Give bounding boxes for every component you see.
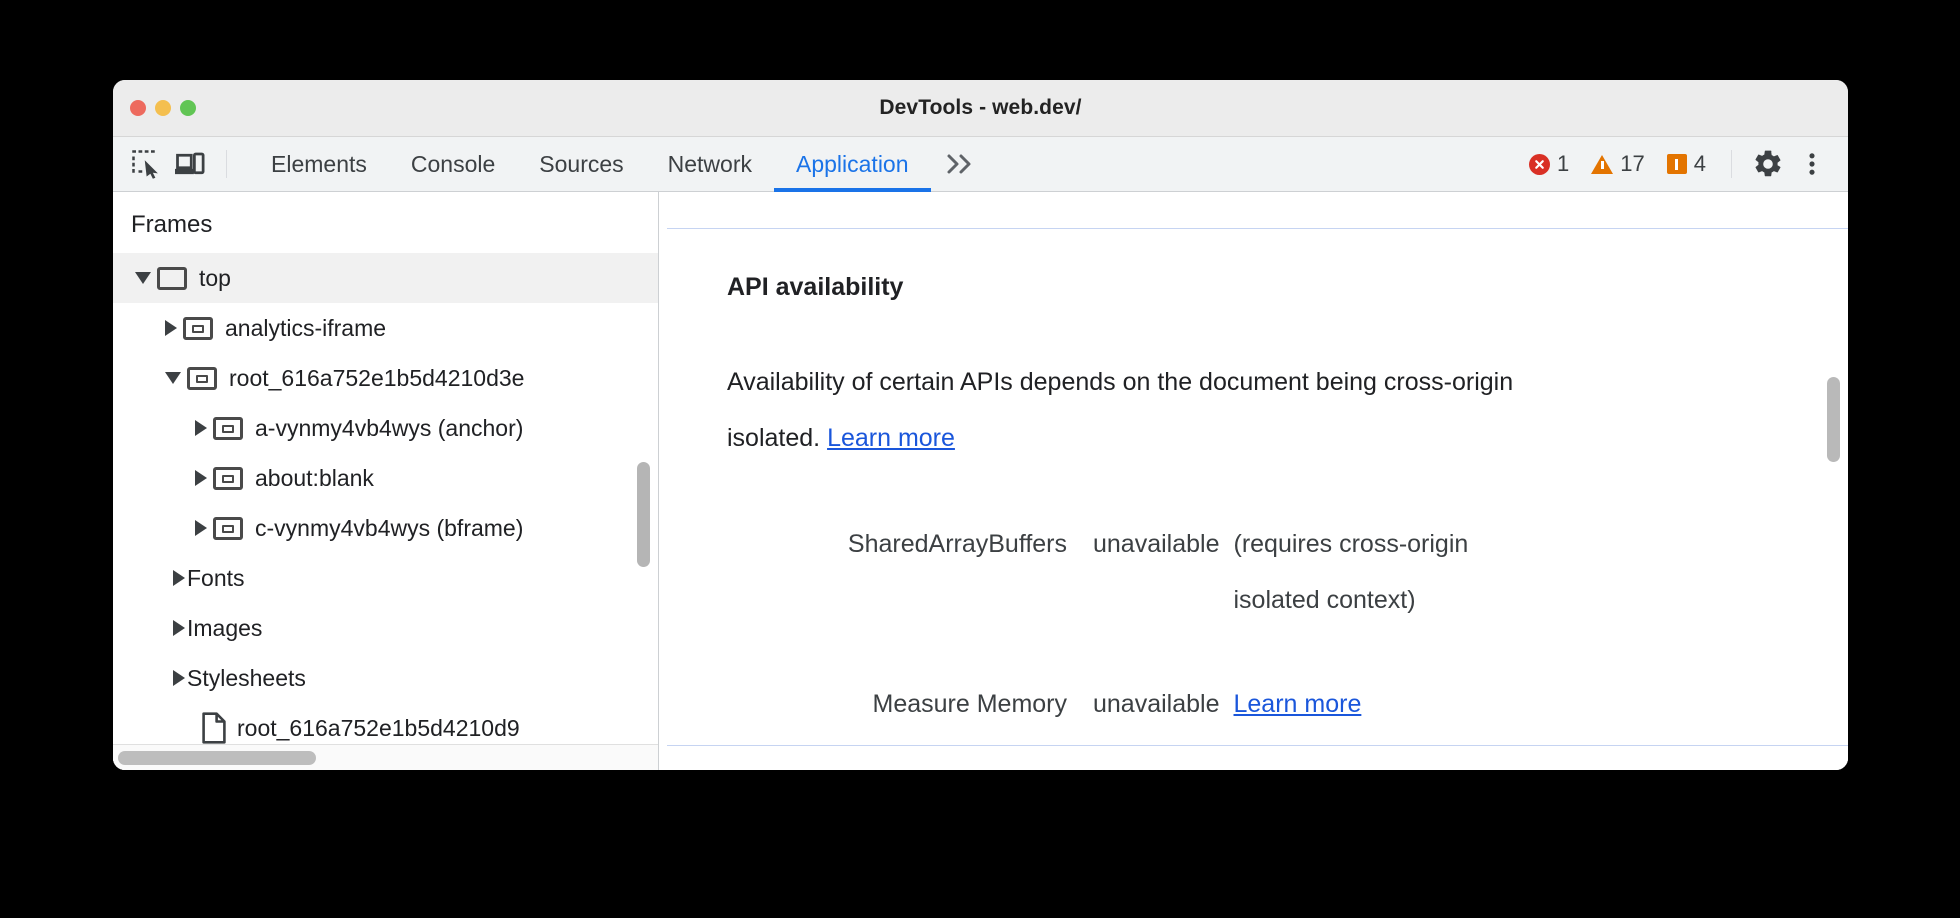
toolbar-divider-right: [1731, 150, 1732, 178]
toolbar-divider: [226, 150, 227, 178]
sidebar-horizontal-scrollbar-track[interactable]: [113, 744, 658, 770]
chevron-right-icon[interactable]: [173, 670, 185, 686]
close-window-button[interactable]: [130, 100, 146, 116]
iframe-icon: [183, 316, 213, 340]
chevron-right-icon[interactable]: [195, 520, 207, 536]
minimize-window-button[interactable]: [155, 100, 171, 116]
tab-sources[interactable]: Sources: [539, 150, 624, 177]
tab-elements[interactable]: Elements: [271, 150, 367, 177]
tree-item-label: analytics-iframe: [225, 314, 387, 341]
tree-item-analytics-iframe[interactable]: analytics-iframe: [113, 303, 658, 353]
tree-item-label: a-vynmy4vb4wys (anchor): [255, 414, 524, 441]
api-description-text: Availability of certain APIs depends on …: [727, 368, 1514, 452]
frames-header: Frames: [131, 211, 213, 238]
double-chevron-right-glyph: [947, 154, 971, 174]
error-counter[interactable]: 1: [1518, 151, 1580, 177]
tree-item-root-document[interactable]: root_616a752e1b5d4210d9: [113, 703, 658, 753]
tree-item-root-frame[interactable]: root_616a752e1b5d4210d3e: [113, 353, 658, 403]
tree-item-label: Images: [187, 614, 263, 641]
maximize-window-button[interactable]: [180, 100, 196, 116]
tree-item-label: c-vynmy4vb4wys (bframe): [255, 514, 524, 541]
error-count: 1: [1557, 151, 1570, 176]
device-toolbar-icon[interactable]: [168, 142, 212, 186]
warning-counter[interactable]: 17: [1580, 151, 1655, 177]
warning-count: 17: [1620, 151, 1645, 176]
chevron-right-icon[interactable]: [195, 420, 207, 436]
kebab-menu-icon[interactable]: [1790, 142, 1834, 186]
tree-item-label: top: [199, 264, 231, 291]
tree-item-fonts[interactable]: Fonts: [113, 553, 658, 603]
window-titlebar: DevTools - web.dev/: [113, 80, 1848, 137]
document-glyph: [202, 712, 226, 744]
table-row: Measure Memory unavailable Learn more: [727, 676, 1848, 732]
gear-glyph: [1755, 150, 1781, 177]
table-row: SharedArrayBuffers unavailable (requires…: [727, 516, 1848, 628]
application-main-panel: API availability Availability of certain…: [659, 192, 1848, 770]
inspect-element-icon[interactable]: [124, 142, 168, 186]
tree-item-top[interactable]: top: [113, 253, 658, 303]
main-vertical-scrollbar[interactable]: [1827, 377, 1840, 462]
warning-icon: [1591, 154, 1614, 174]
issue-count: 4: [1693, 151, 1706, 176]
toolbar-status-area: 1 17 4: [1518, 137, 1848, 192]
iframe-icon: [213, 416, 243, 440]
chevron-down-icon[interactable]: [135, 272, 151, 284]
row-key: SharedArrayBuffers: [847, 530, 1067, 558]
tree-item-images[interactable]: Images: [113, 603, 658, 653]
tab-console[interactable]: Console: [410, 150, 496, 177]
device-toolbar-glyph: [175, 152, 205, 175]
more-tabs-chevron-icon[interactable]: [931, 137, 993, 192]
sidebar-vertical-scrollbar[interactable]: [637, 462, 650, 567]
issue-icon: [1666, 154, 1687, 174]
iframe-icon: [213, 466, 243, 490]
iframe-icon: [187, 366, 217, 390]
tree-item-stylesheets[interactable]: Stylesheets: [113, 653, 658, 703]
devtools-toolbar: Elements Console Sources Network Applica…: [113, 137, 1848, 192]
tree-item-bframe[interactable]: c-vynmy4vb4wys (bframe): [113, 503, 658, 553]
api-description: Availability of certain APIs depends on …: [727, 354, 1517, 466]
window-title: DevTools - web.dev/: [879, 96, 1082, 119]
document-icon: [201, 712, 227, 744]
tab-application[interactable]: Application: [774, 137, 931, 192]
tree-item-anchor-frame[interactable]: a-vynmy4vb4wys (anchor): [113, 403, 658, 453]
chevron-right-icon[interactable]: [173, 620, 185, 636]
chevron-right-icon[interactable]: [195, 470, 207, 486]
kebab-menu-glyph: [1809, 153, 1815, 175]
tab-network[interactable]: Network: [667, 150, 752, 177]
frame-icon: [157, 266, 187, 290]
chevron-right-icon[interactable]: [165, 320, 177, 336]
panel-bottom-divider: [667, 745, 1848, 746]
row-value: unavailable: [1093, 530, 1220, 558]
page-title: API availability: [727, 273, 904, 301]
learn-more-link-measure-memory[interactable]: Learn more: [1233, 690, 1362, 718]
row-key: Measure Memory: [872, 690, 1068, 718]
tree-item-label: Fonts: [187, 564, 245, 591]
chevron-right-icon[interactable]: [173, 570, 185, 586]
tree-item-label: root_616a752e1b5d4210d3e: [229, 364, 525, 391]
devtools-window: DevTools - web.dev/: [113, 80, 1848, 770]
row-note: (requires cross-origin isolated context): [1233, 530, 1469, 614]
panel-top-divider: [667, 228, 1848, 229]
devtools-tab-strip: Elements Console Sources Network Applica…: [249, 137, 931, 192]
window-traffic-lights: [130, 80, 196, 136]
tree-item-label: about:blank: [255, 464, 374, 491]
learn-more-link-description[interactable]: Learn more: [827, 424, 955, 452]
iframe-icon: [213, 516, 243, 540]
tree-item-about-blank[interactable]: about:blank: [113, 453, 658, 503]
frames-sidebar: Frames top analytics-iframe root_616a752…: [113, 192, 659, 770]
inspect-element-glyph: [132, 150, 158, 179]
issue-counter[interactable]: 4: [1656, 151, 1717, 177]
tree-item-label: root_616a752e1b5d4210d9: [237, 714, 520, 741]
devtools-body: Frames top analytics-iframe root_616a752…: [113, 192, 1848, 770]
row-note: Learn more: [1234, 676, 1362, 732]
error-icon: [1529, 153, 1551, 175]
tree-item-label: Stylesheets: [187, 664, 306, 691]
sidebar-horizontal-scrollbar-thumb[interactable]: [118, 751, 316, 765]
x-glyph: [1535, 159, 1544, 169]
gear-icon[interactable]: [1746, 142, 1790, 186]
api-availability-section: API availability Availability of certain…: [659, 229, 1848, 745]
row-value: unavailable: [1093, 690, 1220, 718]
chevron-down-icon[interactable]: [165, 372, 181, 384]
